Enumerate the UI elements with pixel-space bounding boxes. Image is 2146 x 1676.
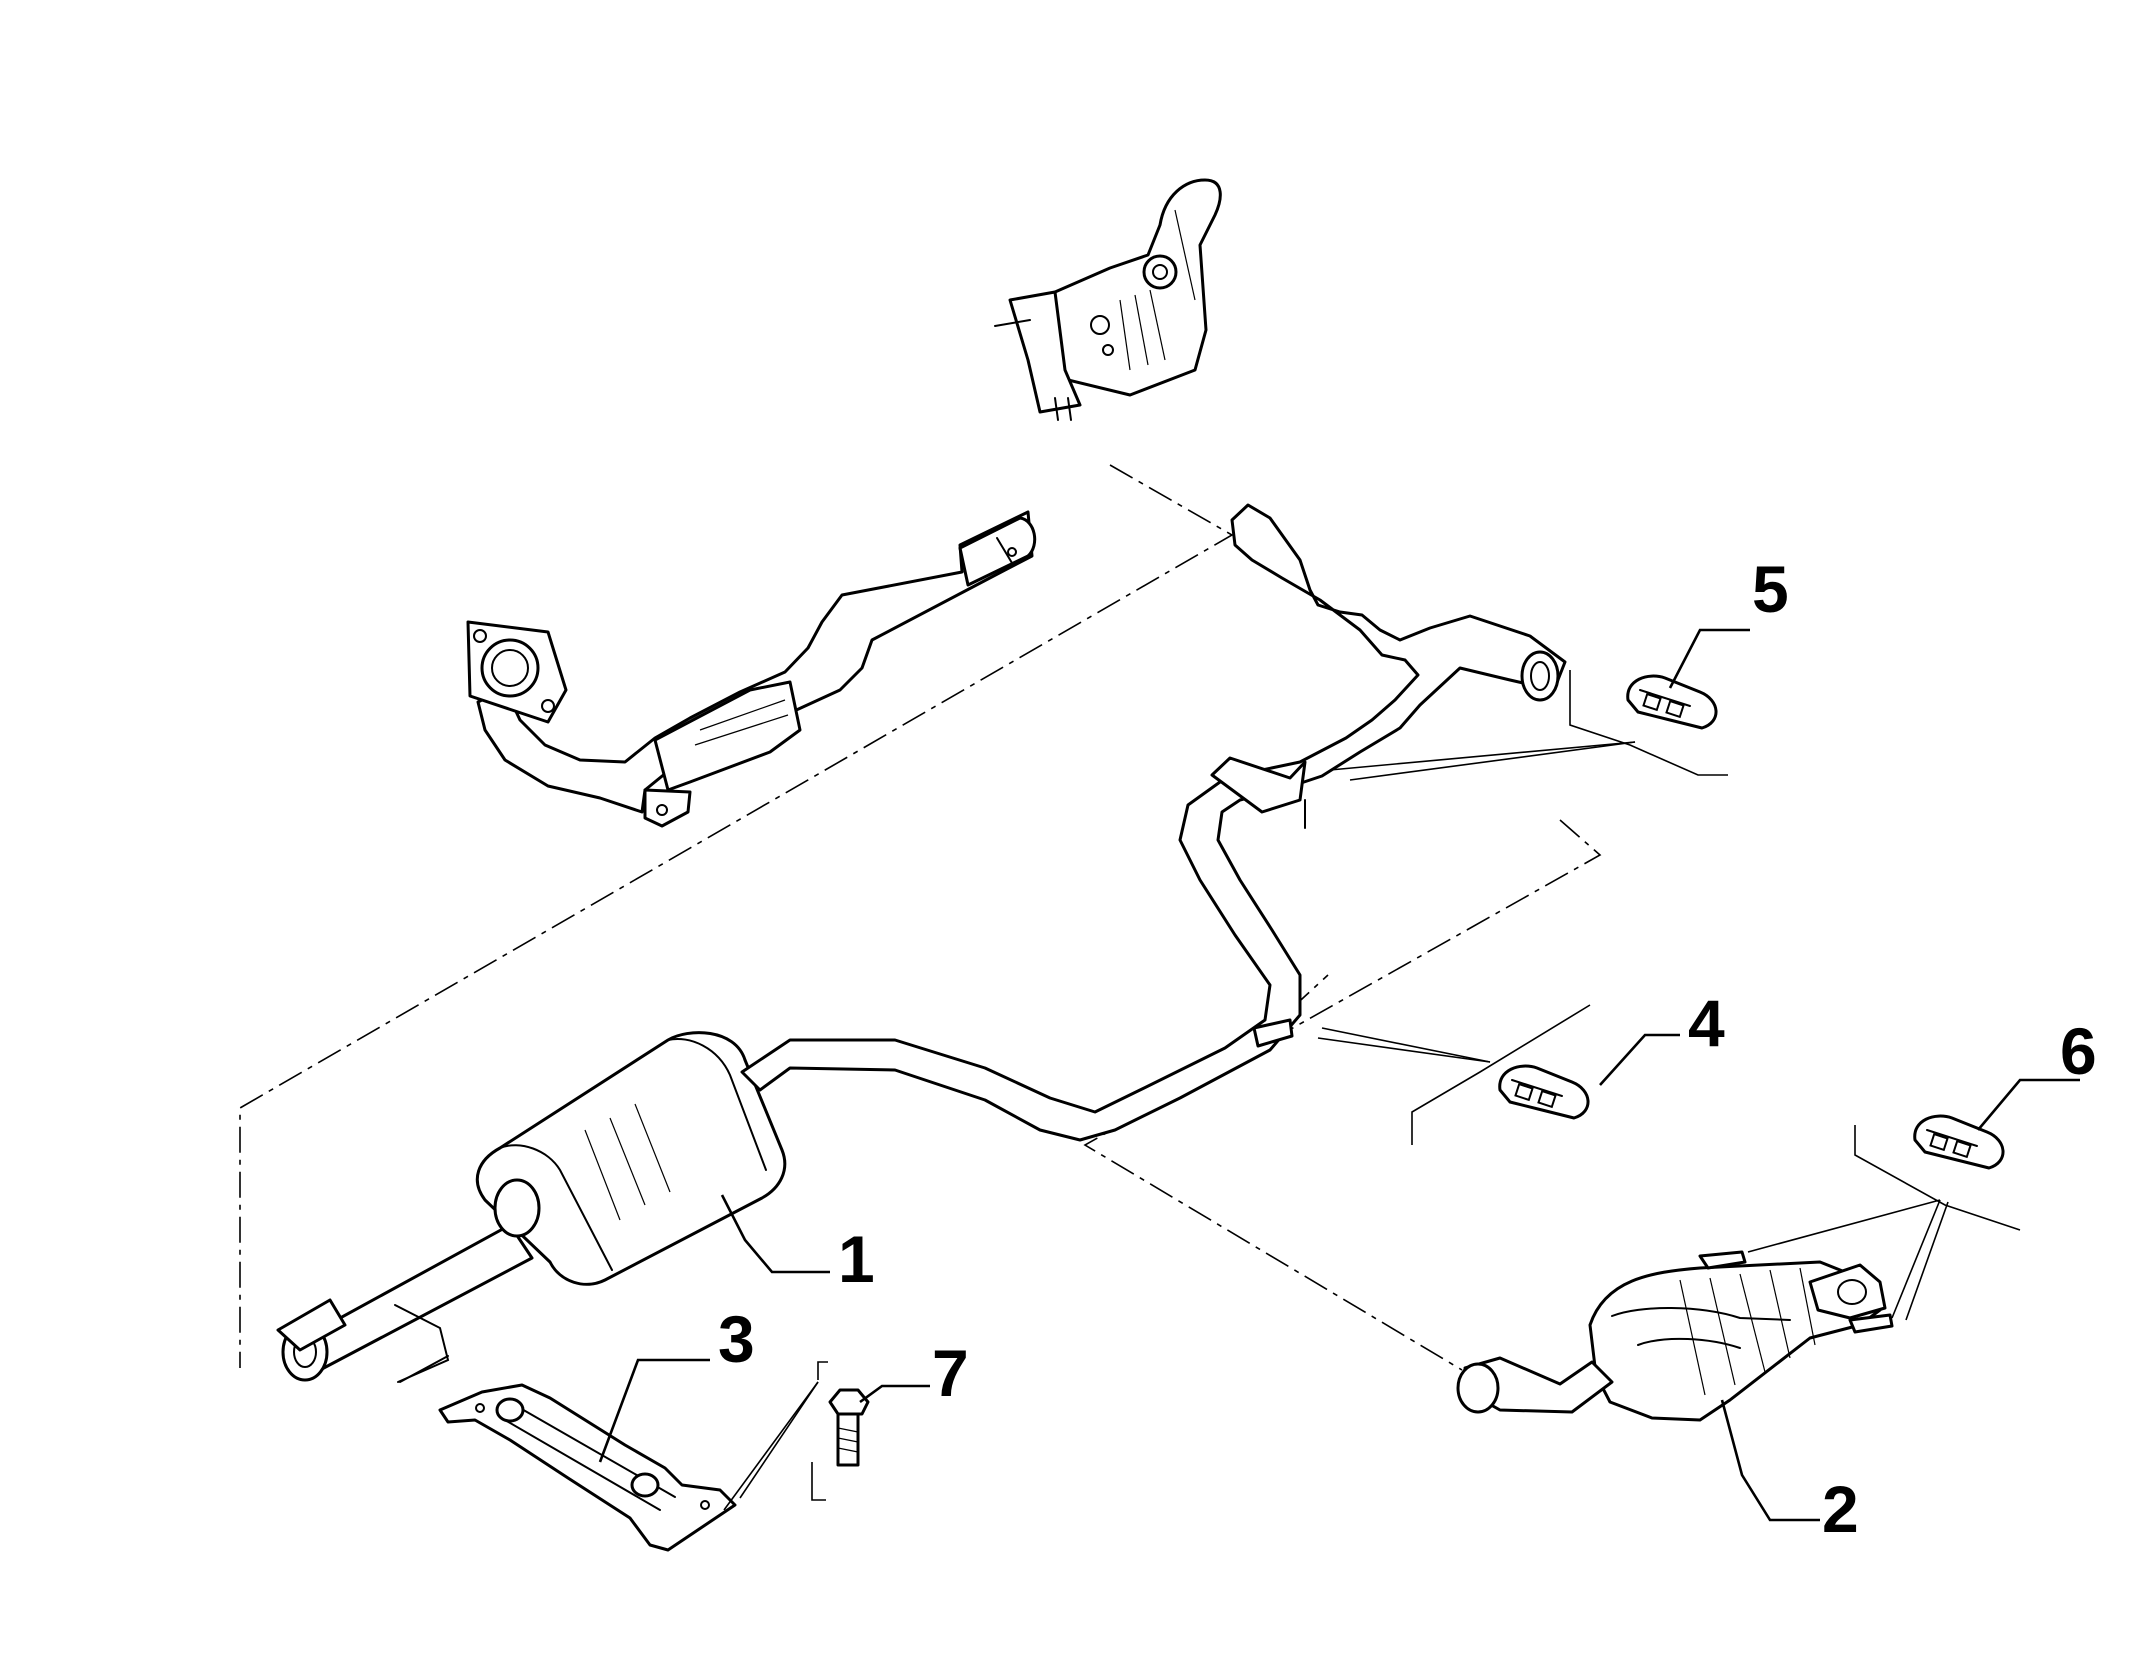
callout-3: 3 [718,1302,755,1376]
callout-2: 2 [1822,1472,1859,1546]
callout-6: 6 [2060,1014,2097,1088]
rear-silencer [1456,1250,1894,1422]
support-bracket [438,1383,737,1552]
callout-7: 7 [932,1336,969,1410]
rubber-mount-6 [1913,1114,2005,1170]
callout-leaders [598,628,2080,1522]
rubber-mount-5 [1626,674,1718,730]
front-pipe [466,510,1037,828]
catalytic-converter-manifold [994,178,1222,421]
centre-pipe-with-middle-silencer [276,503,1567,1383]
callout-labels: 1 2 3 4 5 6 7 [718,552,2097,1546]
callout-5: 5 [1752,552,1789,626]
callout-4: 4 [1688,986,1725,1060]
bolt [828,1388,870,1467]
rubber-mount-4 [1498,1064,1590,1120]
callout-1: 1 [838,1222,875,1296]
reference-brackets [723,670,2021,1511]
